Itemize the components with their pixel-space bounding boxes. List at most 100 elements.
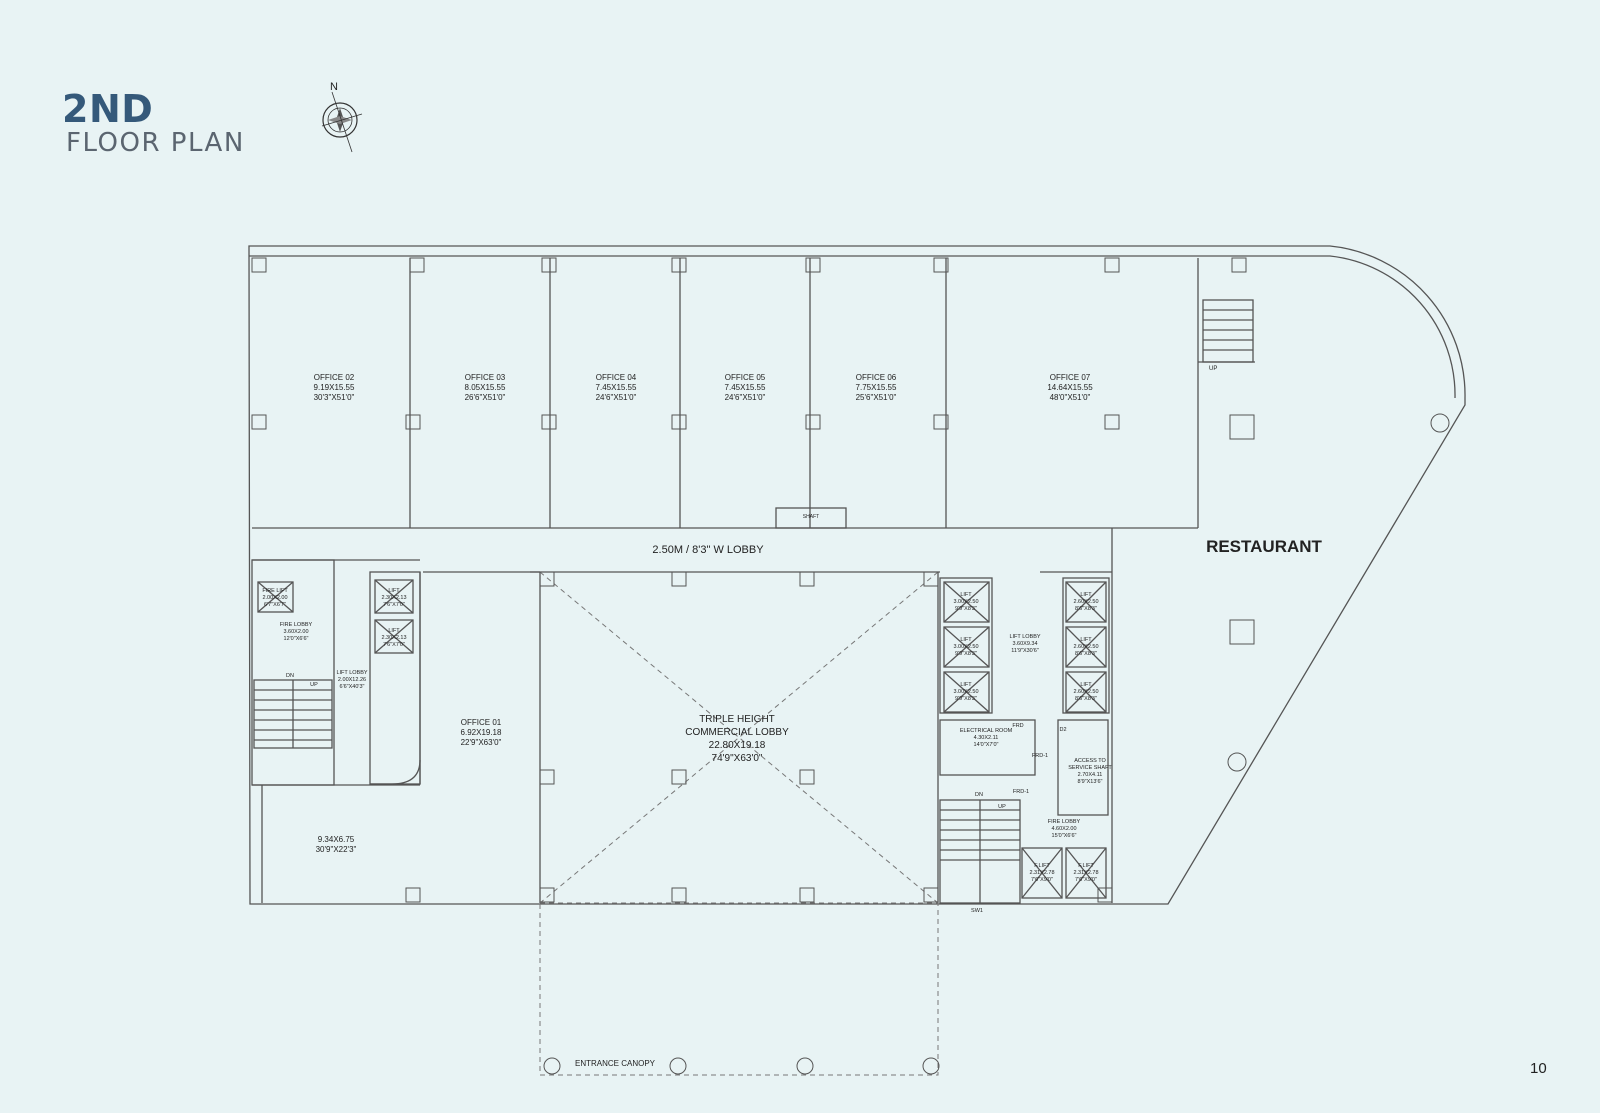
east-lift-4-imperial: 8'6"X8'3" bbox=[1075, 606, 1097, 612]
service-shaft-name2: SERVICE SHAFT bbox=[1068, 765, 1112, 771]
east-stair-dn: DN bbox=[975, 792, 983, 798]
west-lift-lobby-imperial: 6'6"X40'3" bbox=[340, 684, 365, 690]
west-lift-a-imperial: 7'6"X7'0" bbox=[383, 602, 405, 608]
east-fire-lobby-name: FIRE LOBBY bbox=[1048, 819, 1081, 825]
east-lift-2-name: LIFT bbox=[960, 637, 972, 643]
fire-lift-b-name: F.LIFT bbox=[1078, 863, 1094, 869]
east-lift-5-imperial: 8'6"X8'3" bbox=[1075, 651, 1097, 657]
frd-1-label: FRD-1 bbox=[1032, 753, 1048, 759]
west-lift-lobby-name: LIFT LOBBY bbox=[336, 670, 367, 676]
office-05-metric: 7.45X15.55 bbox=[725, 383, 766, 392]
west-lift-a-metric: 2.30X2.13 bbox=[381, 595, 406, 601]
east-lift-6-imperial: 8'6"X8'3" bbox=[1075, 696, 1097, 702]
east-lift-2-metric: 3.00X2.50 bbox=[953, 644, 978, 650]
office-05-imperial: 24'6"X51'0" bbox=[725, 393, 766, 402]
fire-lift-b-metric: 2.31X2.78 bbox=[1073, 870, 1098, 876]
east-lift-1-name: LIFT bbox=[960, 592, 972, 598]
west-room-metric: 9.34X6.75 bbox=[318, 835, 355, 844]
electrical-room-name: ELECTRICAL ROOM bbox=[960, 728, 1013, 734]
office-02-imperial: 30'3"X51'0" bbox=[314, 393, 355, 402]
west-fire-lobby-metric: 3.60X2.00 bbox=[283, 629, 308, 635]
office-06-imperial: 25'6"X51'0" bbox=[856, 393, 897, 402]
office-04-imperial: 24'6"X51'0" bbox=[596, 393, 637, 402]
office-03-name: OFFICE 03 bbox=[465, 373, 506, 382]
office-04-metric: 7.45X15.55 bbox=[596, 383, 637, 392]
west-fire-lift-imperial: 6'7"X6'7" bbox=[264, 602, 286, 608]
west-lift-b-metric: 2.30X2.13 bbox=[381, 635, 406, 641]
west-fire-lobby-imperial: 12'0"X6'6" bbox=[284, 636, 309, 642]
fire-lift-a-imperial: 7'6"X9'0" bbox=[1031, 877, 1053, 883]
lobby-imperial: 74'9"X63'0" bbox=[712, 753, 763, 764]
frd-1b-label: FRD-1 bbox=[1013, 789, 1029, 795]
electrical-room-metric: 4.30X2.11 bbox=[974, 735, 999, 741]
entrance-canopy bbox=[539, 902, 939, 1076]
east-lift-6-metric: 2.60X2.50 bbox=[1073, 689, 1098, 695]
page-title: 2ND bbox=[62, 87, 154, 131]
east-lift-lobby-name: LIFT LOBBY bbox=[1009, 634, 1040, 640]
fire-lift-a-metric: 2.31X2.78 bbox=[1029, 870, 1054, 876]
east-lift-lobby-imperial: 11'9"X30'6" bbox=[1011, 648, 1039, 654]
compass-label: N bbox=[330, 81, 338, 93]
frd-label: FRD bbox=[1012, 723, 1023, 729]
west-fire-lobby-name: FIRE LOBBY bbox=[280, 622, 313, 628]
office-01-imperial: 22'9"X63'0" bbox=[461, 738, 502, 747]
north-arrow-icon: N bbox=[321, 81, 363, 153]
office-05-name: OFFICE 05 bbox=[725, 373, 766, 382]
office-02-name: OFFICE 02 bbox=[314, 373, 355, 382]
electrical-room-imperial: 14'0"X7'0" bbox=[974, 742, 999, 748]
d2-label: D2 bbox=[1059, 727, 1066, 733]
office-06-metric: 7.75X15.55 bbox=[856, 383, 897, 392]
office-06-name: OFFICE 06 bbox=[856, 373, 897, 382]
east-lift-3-imperial: 9'9"X8'3" bbox=[955, 696, 977, 702]
east-fire-lobby-metric: 4.60X2.00 bbox=[1051, 826, 1076, 832]
service-shaft-imperial: 8'9"X13'6" bbox=[1078, 779, 1103, 785]
west-lift-a-name: LIFT bbox=[388, 588, 400, 594]
restaurant-label: RESTAURANT bbox=[1206, 537, 1322, 556]
office-03-metric: 8.05X15.55 bbox=[465, 383, 506, 392]
office-03-imperial: 26'6"X51'0" bbox=[465, 393, 506, 402]
east-lift-3-metric: 3.00X2.50 bbox=[953, 689, 978, 695]
east-stair-up: UP bbox=[998, 804, 1006, 810]
building-outline bbox=[248, 245, 1466, 905]
corridor-label: 2.50M / 8'3" W LOBBY bbox=[652, 544, 764, 556]
east-lift-4-metric: 2.60X2.50 bbox=[1073, 599, 1098, 605]
lobby-line2: COMMERCIAL LOBBY bbox=[685, 727, 789, 738]
lobby-line1: TRIPLE HEIGHT bbox=[699, 714, 775, 725]
west-fire-lift-name: FIRE LIFT bbox=[262, 588, 288, 594]
restaurant-stair-up: UP bbox=[1209, 366, 1217, 372]
east-lift-5-metric: 2.60X2.50 bbox=[1073, 644, 1098, 650]
service-shaft-metric: 2.70X4.11 bbox=[1078, 772, 1103, 778]
service-shaft-name1: ACCESS TO bbox=[1074, 758, 1106, 764]
office-07-imperial: 48'0"X51'0" bbox=[1050, 393, 1091, 402]
east-lift-6-name: LIFT bbox=[1080, 682, 1092, 688]
east-lift-4-name: LIFT bbox=[1080, 592, 1092, 598]
page-number: 10 bbox=[1530, 1060, 1547, 1077]
west-stair-dn: DN bbox=[286, 673, 294, 679]
fire-lift-b-imperial: 7'6"X9'0" bbox=[1075, 877, 1097, 883]
entrance-canopy-label: ENTRANCE CANOPY bbox=[575, 1059, 656, 1068]
east-lift-1-metric: 3.00X2.50 bbox=[953, 599, 978, 605]
fire-lift-a-name: F.LIFT bbox=[1034, 863, 1050, 869]
lobby-metric: 22.80X19.18 bbox=[709, 740, 766, 751]
office-04-name: OFFICE 04 bbox=[596, 373, 637, 382]
east-lift-3-name: LIFT bbox=[960, 682, 972, 688]
office-01-name: OFFICE 01 bbox=[461, 718, 502, 727]
east-lift-lobby-metric: 3.60X9.34 bbox=[1012, 641, 1037, 647]
office-01-metric: 6.92X19.18 bbox=[461, 728, 502, 737]
east-lift-2-imperial: 9'9"X8'3" bbox=[955, 651, 977, 657]
office-07-metric: 14.64X15.55 bbox=[1047, 383, 1093, 392]
east-lift-1-imperial: 9'9"X8'3" bbox=[955, 606, 977, 612]
page-subtitle: FLOOR PLAN bbox=[66, 128, 245, 158]
east-fire-lobby-imperial: 15'0"X6'6" bbox=[1052, 833, 1077, 839]
west-lift-b-name: LIFT bbox=[388, 628, 400, 634]
west-lift-lobby-metric: 2.00X12.26 bbox=[338, 677, 366, 683]
west-stair-up: UP bbox=[310, 682, 318, 688]
west-room-imperial: 30'9"X22'3" bbox=[316, 845, 357, 854]
east-lift-5-name: LIFT bbox=[1080, 637, 1092, 643]
shaft-label: SHAFT bbox=[803, 514, 819, 520]
office-07-name: OFFICE 07 bbox=[1050, 373, 1091, 382]
sw1-label: SW1 bbox=[971, 908, 983, 914]
office-02-metric: 9.19X15.55 bbox=[314, 383, 355, 392]
west-fire-lift-metric: 2.00X2.00 bbox=[262, 595, 287, 601]
